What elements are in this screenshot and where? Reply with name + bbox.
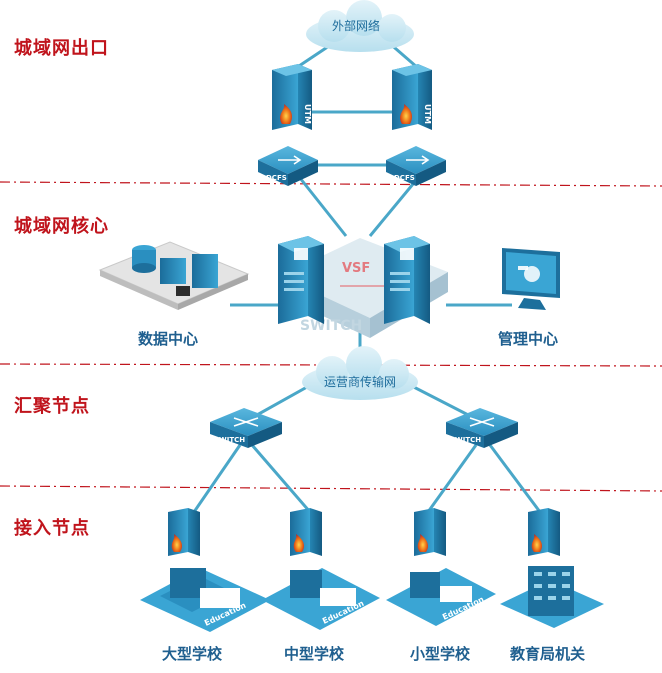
cloud-label-external: 外部网络 — [332, 18, 380, 33]
school-site-large: Education — [140, 508, 270, 632]
vsf-mark: VSF — [342, 261, 370, 276]
svg-text:SWITCH: SWITCH — [450, 436, 481, 444]
svg-text:DCFS: DCFS — [394, 174, 415, 182]
school-site-medium: Education — [262, 508, 380, 630]
cloud-label-carrier: 运营商传输网 — [324, 374, 396, 389]
utm-firewall-icon — [528, 508, 560, 556]
utm-firewall-icon — [168, 508, 200, 556]
link — [192, 444, 242, 513]
node-label-large-school: 大型学校 — [162, 645, 223, 663]
link — [488, 444, 542, 513]
node-label-management-center: 管理中心 — [498, 330, 559, 348]
link — [426, 444, 478, 513]
tier-label-exit: 城域网出口 — [14, 38, 109, 59]
core-switch-cluster: SWITCH VSF — [278, 236, 448, 338]
svg-text:DCFS: DCFS — [266, 174, 287, 182]
management-center-icon — [502, 248, 560, 310]
aggregation-switch-icon: SWITCH — [446, 408, 518, 448]
education-bureau-site — [500, 508, 604, 628]
utm-firewall-icon: UTM — [392, 64, 432, 130]
svg-text:UTM: UTM — [423, 104, 432, 124]
divider-line — [0, 485, 662, 492]
node-label-data-center: 数据中心 — [138, 330, 199, 348]
svg-text:UTM: UTM — [303, 104, 312, 124]
node-label-education-bureau: 教育局机关 — [510, 645, 586, 663]
core-switch-icon — [384, 236, 430, 324]
core-switch-icon — [278, 236, 324, 324]
link — [368, 177, 420, 237]
carrier-network-cloud: 运营商传输网 — [302, 346, 418, 400]
link — [403, 380, 479, 422]
divider-line — [0, 181, 662, 187]
dcfs-device-icon: DCFS — [386, 146, 446, 186]
utm-firewall-icon: UTM — [272, 64, 312, 130]
data-center-icon — [98, 241, 250, 310]
utm-firewall-icon — [290, 508, 322, 556]
tier-dividers — [0, 181, 662, 492]
node-label-small-school: 小型学校 — [410, 645, 471, 663]
dcfs-device-icon: DCFS — [258, 146, 318, 186]
link — [250, 444, 312, 513]
node-label-medium-school: 中型学校 — [284, 645, 345, 663]
svg-text:SWITCH: SWITCH — [214, 436, 245, 444]
link — [298, 177, 348, 237]
svg-text:SWITCH: SWITCH — [300, 318, 362, 334]
tier-label-access: 接入节点 — [14, 518, 90, 539]
aggregation-switch-icon: SWITCH — [210, 408, 282, 448]
utm-firewall-icon — [414, 508, 446, 556]
school-site-small: Education — [386, 508, 496, 626]
tier-label-core: 城域网核心 — [14, 216, 109, 237]
tier-label-aggregation: 汇聚节点 — [14, 396, 90, 417]
external-network-cloud: 外部网络 — [306, 0, 414, 52]
